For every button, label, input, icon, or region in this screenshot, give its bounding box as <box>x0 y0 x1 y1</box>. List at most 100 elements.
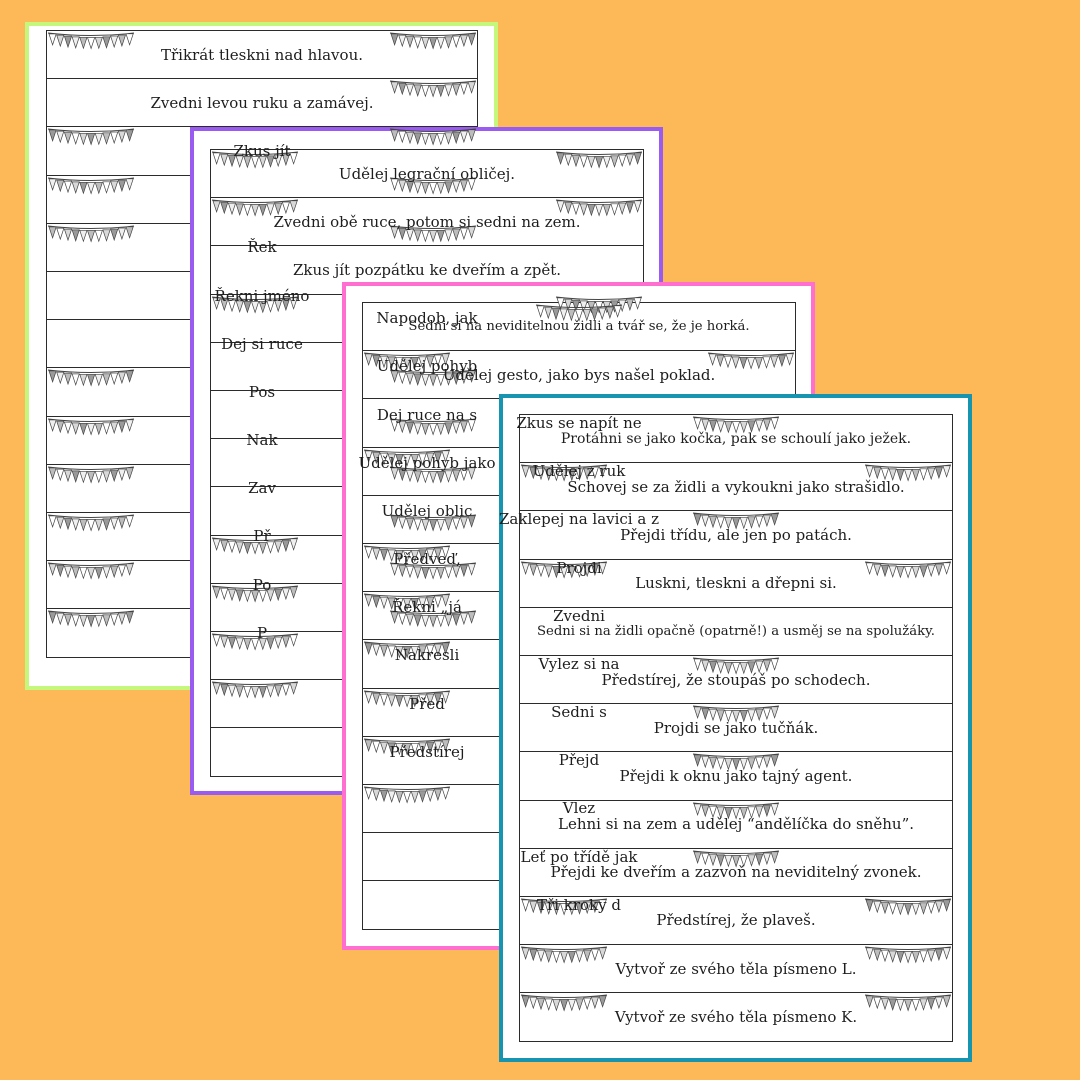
bunting-decoration <box>363 786 451 804</box>
activity-text: Nakresli <box>394 646 460 665</box>
activity-text: Vytvoř ze svého těla písmeno L. <box>615 959 857 978</box>
bunting-decoration <box>389 225 477 243</box>
bunting-decoration <box>864 561 952 579</box>
bunting-decoration <box>692 753 780 771</box>
activity-text: Vlez <box>562 799 596 818</box>
bunting-decoration <box>520 898 608 916</box>
bunting-decoration <box>211 633 299 651</box>
activity-text: Schovej se za židli a vykoukni jako stra… <box>567 477 905 496</box>
bunting-decoration <box>520 561 608 579</box>
activity-text: Zav <box>248 479 276 498</box>
bunting-decoration <box>47 32 135 50</box>
bunting-decoration <box>389 562 477 580</box>
bunting-decoration <box>211 585 299 603</box>
activity-text: Přejdi k oknu jako tajný agent. <box>619 766 853 785</box>
activity-strip: Vytvoř ze svého těla písmeno L. <box>520 945 952 994</box>
activity-strip: Schovej se za židli a vykoukni jako stra… <box>520 463 952 512</box>
activity-text: Vytvoř ze svého těla písmeno K. <box>614 1008 858 1027</box>
activity-text: Zkus jít <box>233 141 291 160</box>
bunting-decoration <box>389 177 477 195</box>
bunting-decoration <box>520 464 608 482</box>
activity-text: Zkus se napít ne <box>516 413 642 432</box>
bunting-decoration <box>47 610 135 628</box>
activity-text: Pos <box>248 382 276 401</box>
activity-text: Luskni, tleskni a dřepni si. <box>635 574 837 593</box>
activity-text: Sedni si na neviditelnou židli a tvář se… <box>408 319 750 335</box>
activity-text: Vylez si na <box>538 654 620 673</box>
activity-text: Leť po třídě jak <box>520 847 638 866</box>
activity-text: Dej si ruce <box>221 334 303 353</box>
activity-text: Nak <box>246 431 278 450</box>
bunting-decoration <box>363 690 451 708</box>
activity-text: Předstírej <box>389 743 465 762</box>
bunting-decoration <box>555 151 643 169</box>
activity-strip: P <box>47 609 477 657</box>
bunting-decoration <box>211 296 299 314</box>
bunting-decoration <box>363 545 451 563</box>
bunting-decoration <box>864 946 952 964</box>
bunting-decoration <box>389 610 477 628</box>
bunting-decoration <box>692 850 780 868</box>
activity-strip: Zvedni obě ruce, potom si sedni na zem. <box>211 198 643 247</box>
activity-strip: Lehni si na zem a udělej “andělíčka do s… <box>520 801 952 849</box>
activity-text: Řekni jméno <box>214 286 310 305</box>
bunting-decoration <box>363 738 451 756</box>
activity-strip: Vylez si na <box>363 640 795 689</box>
bunting-decoration <box>707 352 795 370</box>
activity-text: Dej ruce na s <box>376 405 478 424</box>
bunting-decoration <box>363 593 451 611</box>
activity-strip: Předstírej, že plaveš. <box>520 897 952 946</box>
activity-text: Udělej pohyb <box>376 357 478 376</box>
activity-strip: Přejdi třídu, ale jen po patách. <box>520 511 952 560</box>
activity-text: Zkus jít pozpátku ke dveřím a zpět. <box>292 260 562 279</box>
activity-text: P <box>256 624 268 643</box>
activity-strip: Zvedni levou ruku a zamávej. <box>47 79 477 128</box>
bunting-decoration <box>520 946 608 964</box>
activity-text: Tři kroky d <box>537 896 621 915</box>
bunting-decoration <box>692 657 780 675</box>
bunting-decoration <box>363 449 451 467</box>
activity-text: Zaklepej na lavici a z <box>499 510 659 529</box>
bunting-decoration <box>47 225 135 243</box>
activity-text: Řek <box>247 238 277 257</box>
bunting-decoration <box>864 994 952 1012</box>
bunting-decoration <box>47 514 135 532</box>
bunting-decoration <box>535 304 623 322</box>
bunting-decoration <box>864 464 952 482</box>
activity-strip: Vytvoř ze svého těla písmeno K. <box>520 993 952 1041</box>
activity-text: Přejdi ke dveřím a zazvoň na neviditelný… <box>550 863 922 882</box>
activity-text: Před <box>409 694 445 713</box>
activity-text: Zvedni obě ruce, potom si sedni na zem. <box>273 212 581 231</box>
activity-strip: Třikrát tleskni nad hlavou. <box>47 31 477 80</box>
bunting-decoration <box>389 32 477 50</box>
bunting-decoration <box>389 466 477 484</box>
activity-strip: Nakresli <box>211 632 643 681</box>
activity-strip: Předstírej, že stoupáš po schodech. <box>520 656 952 705</box>
activity-text: Předveď, <box>393 550 461 569</box>
activity-text: Řekni „já <box>392 598 462 617</box>
activity-text: Přejdi třídu, ale jen po patách. <box>620 525 852 544</box>
bunting-decoration <box>211 537 299 555</box>
activity-text: Projdi se jako tučňák. <box>653 718 819 737</box>
bunting-decoration <box>692 416 780 434</box>
bunting-decoration <box>47 562 135 580</box>
bunting-decoration <box>520 994 608 1012</box>
activity-text: Udělej z ruk <box>532 462 626 481</box>
activity-text: Projdi <box>556 558 602 577</box>
activity-text: Protáhni se jako kočka, pak se schoulí j… <box>560 430 912 447</box>
activity-text: Zvedni levou ruku a zamávej. <box>150 93 374 112</box>
activity-strip: Předstírej <box>211 728 643 776</box>
activity-text: Zvedni <box>553 606 605 625</box>
activity-text: Lehni si na zem a udělej “andělíčka do s… <box>557 815 914 834</box>
strip-list: Protáhni se jako kočka, pak se schoulí j… <box>519 414 953 1043</box>
activity-strip: Projdi se jako tučňák. <box>520 704 952 753</box>
activity-text: Po <box>252 575 272 594</box>
bunting-decoration <box>555 296 643 314</box>
bunting-decoration <box>363 641 451 659</box>
activity-text: Napodob, jak <box>376 309 478 328</box>
bunting-decoration <box>389 369 477 387</box>
activity-text: Přejd <box>558 751 600 770</box>
activity-text: Předstírej, že stoupáš po schodech. <box>601 670 871 689</box>
activity-text: Sedni s <box>551 703 607 722</box>
bunting-decoration <box>47 466 135 484</box>
